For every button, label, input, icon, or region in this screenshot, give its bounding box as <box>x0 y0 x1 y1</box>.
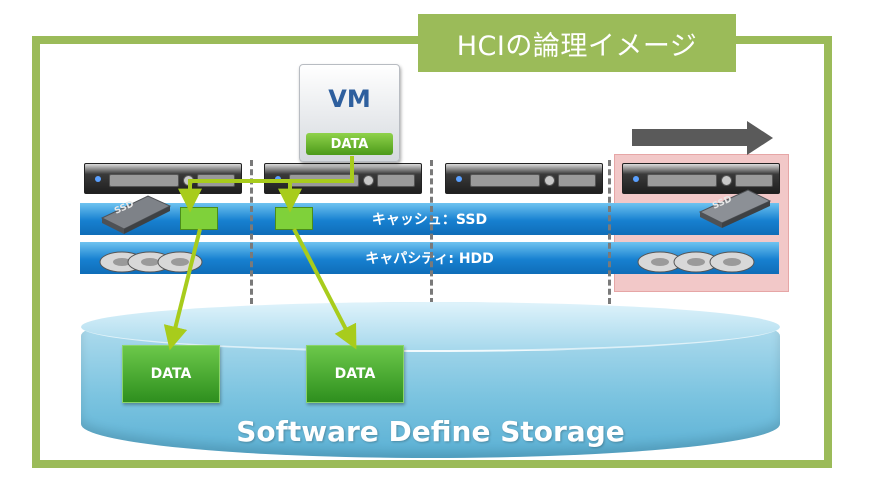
node-divider <box>608 160 611 304</box>
cache-to-storage-arrow-left <box>163 228 202 351</box>
vm-label: VM <box>328 85 371 113</box>
server-icon <box>84 163 242 194</box>
storage-label: Software Define Storage <box>236 415 625 448</box>
server-icon <box>445 163 603 194</box>
scale-out-arrow-icon <box>632 129 748 146</box>
cache-to-storage-arrow-right <box>292 228 357 350</box>
write-path-arrows <box>163 156 357 351</box>
server-icon <box>622 163 780 194</box>
hdd-icon <box>637 251 755 273</box>
node-divider <box>430 160 433 304</box>
ssd-icon: SSD <box>100 195 172 234</box>
scale-out-arrowhead-icon <box>747 121 773 155</box>
cache-tier-label: キャッシュ：SSD <box>371 212 488 228</box>
storage-data-block: DATA <box>306 345 404 403</box>
vm-data-block: DATA <box>306 133 393 155</box>
hdd-icon <box>99 251 203 273</box>
capacity-tier-label: キャパシティ: HDD <box>365 251 494 267</box>
vm-to-cache-arrow-left <box>178 156 354 213</box>
ssd-icon: SSD <box>698 189 772 228</box>
diagram-title: HCIの論理イメージ <box>418 14 736 72</box>
storage-data-block: DATA <box>122 345 220 403</box>
storage-cylinder-top <box>81 302 780 352</box>
node-divider <box>250 160 253 304</box>
vm-box: VM DATA <box>299 64 400 162</box>
